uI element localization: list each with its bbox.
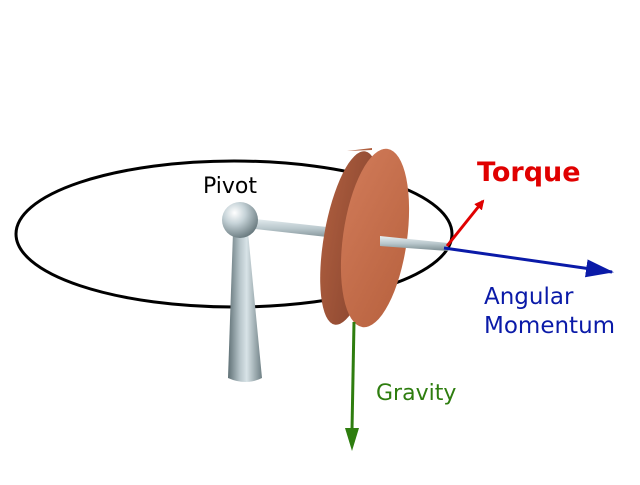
pivot-ball <box>222 202 258 238</box>
gravity-label: Gravity <box>376 381 456 406</box>
torque-label: Torque <box>477 157 581 188</box>
pivot-label: Pivot <box>203 174 257 199</box>
gyroscope-disk <box>320 148 410 328</box>
angular-momentum-arrow <box>443 246 614 278</box>
axle-extension <box>380 236 448 251</box>
angular-momentum-label-line1: Angular <box>484 284 574 310</box>
gravity-arrow-shaft <box>350 321 356 431</box>
gravity-arrow-head <box>345 428 359 451</box>
angular-momentum-label-line2: Momentum <box>484 313 615 339</box>
torque-arrow <box>445 199 485 247</box>
axle-rod <box>246 218 345 239</box>
support-post <box>228 232 262 382</box>
